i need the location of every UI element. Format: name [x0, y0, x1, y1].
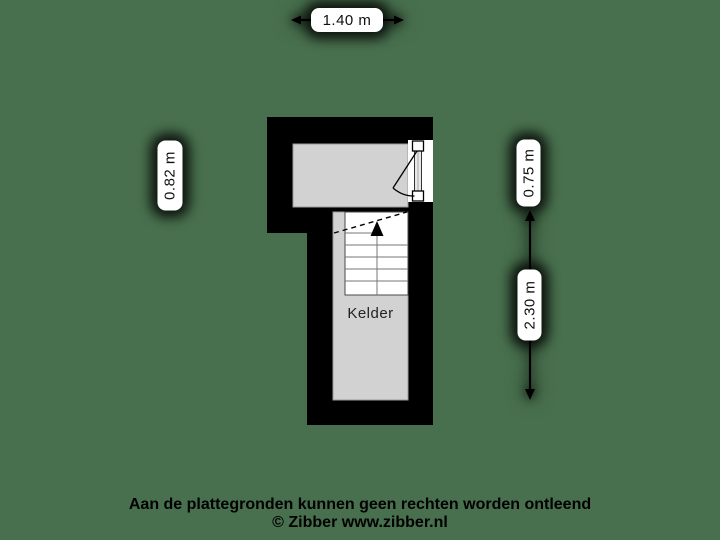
copyright-text: © Zibber www.zibber.nl [272, 514, 448, 531]
room-name-label: Kelder [347, 305, 394, 322]
dimension-label-right-lower: 2.30 m [517, 269, 542, 341]
dimension-arrow-top-left [291, 15, 313, 25]
dimension-label-top: 1.40 m [311, 8, 383, 32]
disclaimer-text: Aan de plattegronden kunnen geen rechten… [128, 496, 592, 513]
stairs [333, 211, 409, 296]
room-upper [292, 143, 409, 208]
dimension-label-right-upper: 0.75 m [516, 139, 541, 207]
door-swing-icon [392, 140, 433, 202]
dimension-arrow-top-right [382, 15, 404, 25]
stairs-up-arrow-icon [370, 221, 384, 236]
dimension-label-left: 0.82 m [157, 140, 183, 211]
